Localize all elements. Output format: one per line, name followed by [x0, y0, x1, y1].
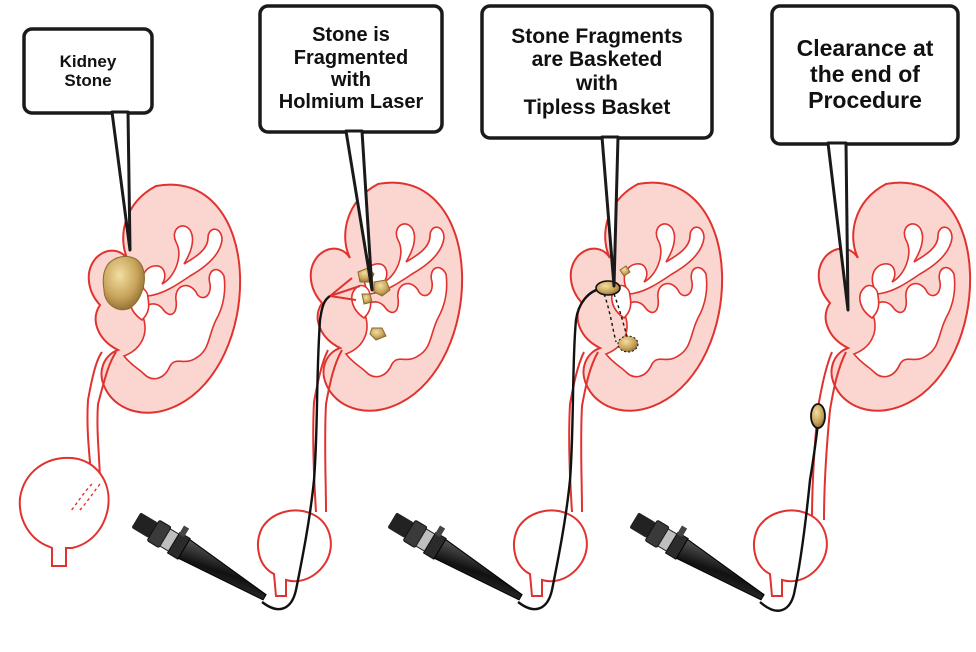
stone-fragment-icon	[617, 335, 639, 353]
bladder-icon	[513, 509, 588, 597]
laser-fiber-icon	[261, 295, 331, 611]
callout-pointer-2	[344, 129, 374, 292]
kidney-icon	[569, 181, 724, 412]
basket-icon	[595, 280, 621, 296]
panel-4	[627, 4, 972, 612]
callout-box-3	[480, 4, 714, 140]
callout-pointer-4	[826, 141, 850, 312]
bladder-icon	[257, 509, 332, 597]
bladder-icon	[18, 456, 110, 567]
ureteroscope-icon	[627, 502, 774, 609]
ureteroscope-icon	[129, 502, 276, 609]
callout-box-1	[22, 27, 154, 115]
caption-fragments-basketed: Stone Fragments are Basketed with Tiples…	[511, 24, 683, 119]
basket-icon	[810, 403, 826, 429]
panel-3	[385, 4, 724, 611]
ureteroscope-icon	[385, 502, 532, 609]
basket-wire-icon	[517, 286, 605, 611]
callout-box-4	[770, 4, 960, 146]
ureter-icon	[811, 351, 833, 521]
callout-pointer-3	[600, 135, 620, 288]
caption-kidney-stone: Kidney Stone	[59, 51, 117, 90]
panel-2	[129, 4, 464, 611]
panel-1	[18, 27, 242, 567]
caption-clearance: Clearance at the end of Procedure	[796, 35, 934, 113]
callout-pointer-1	[110, 110, 132, 252]
bladder-icon	[753, 509, 828, 597]
basket-wire-icon	[759, 423, 820, 612]
kidney-stone-icon	[102, 256, 145, 311]
caption-stone-fragmented: Stone is Fragmented with Holmium Laser	[278, 24, 424, 114]
